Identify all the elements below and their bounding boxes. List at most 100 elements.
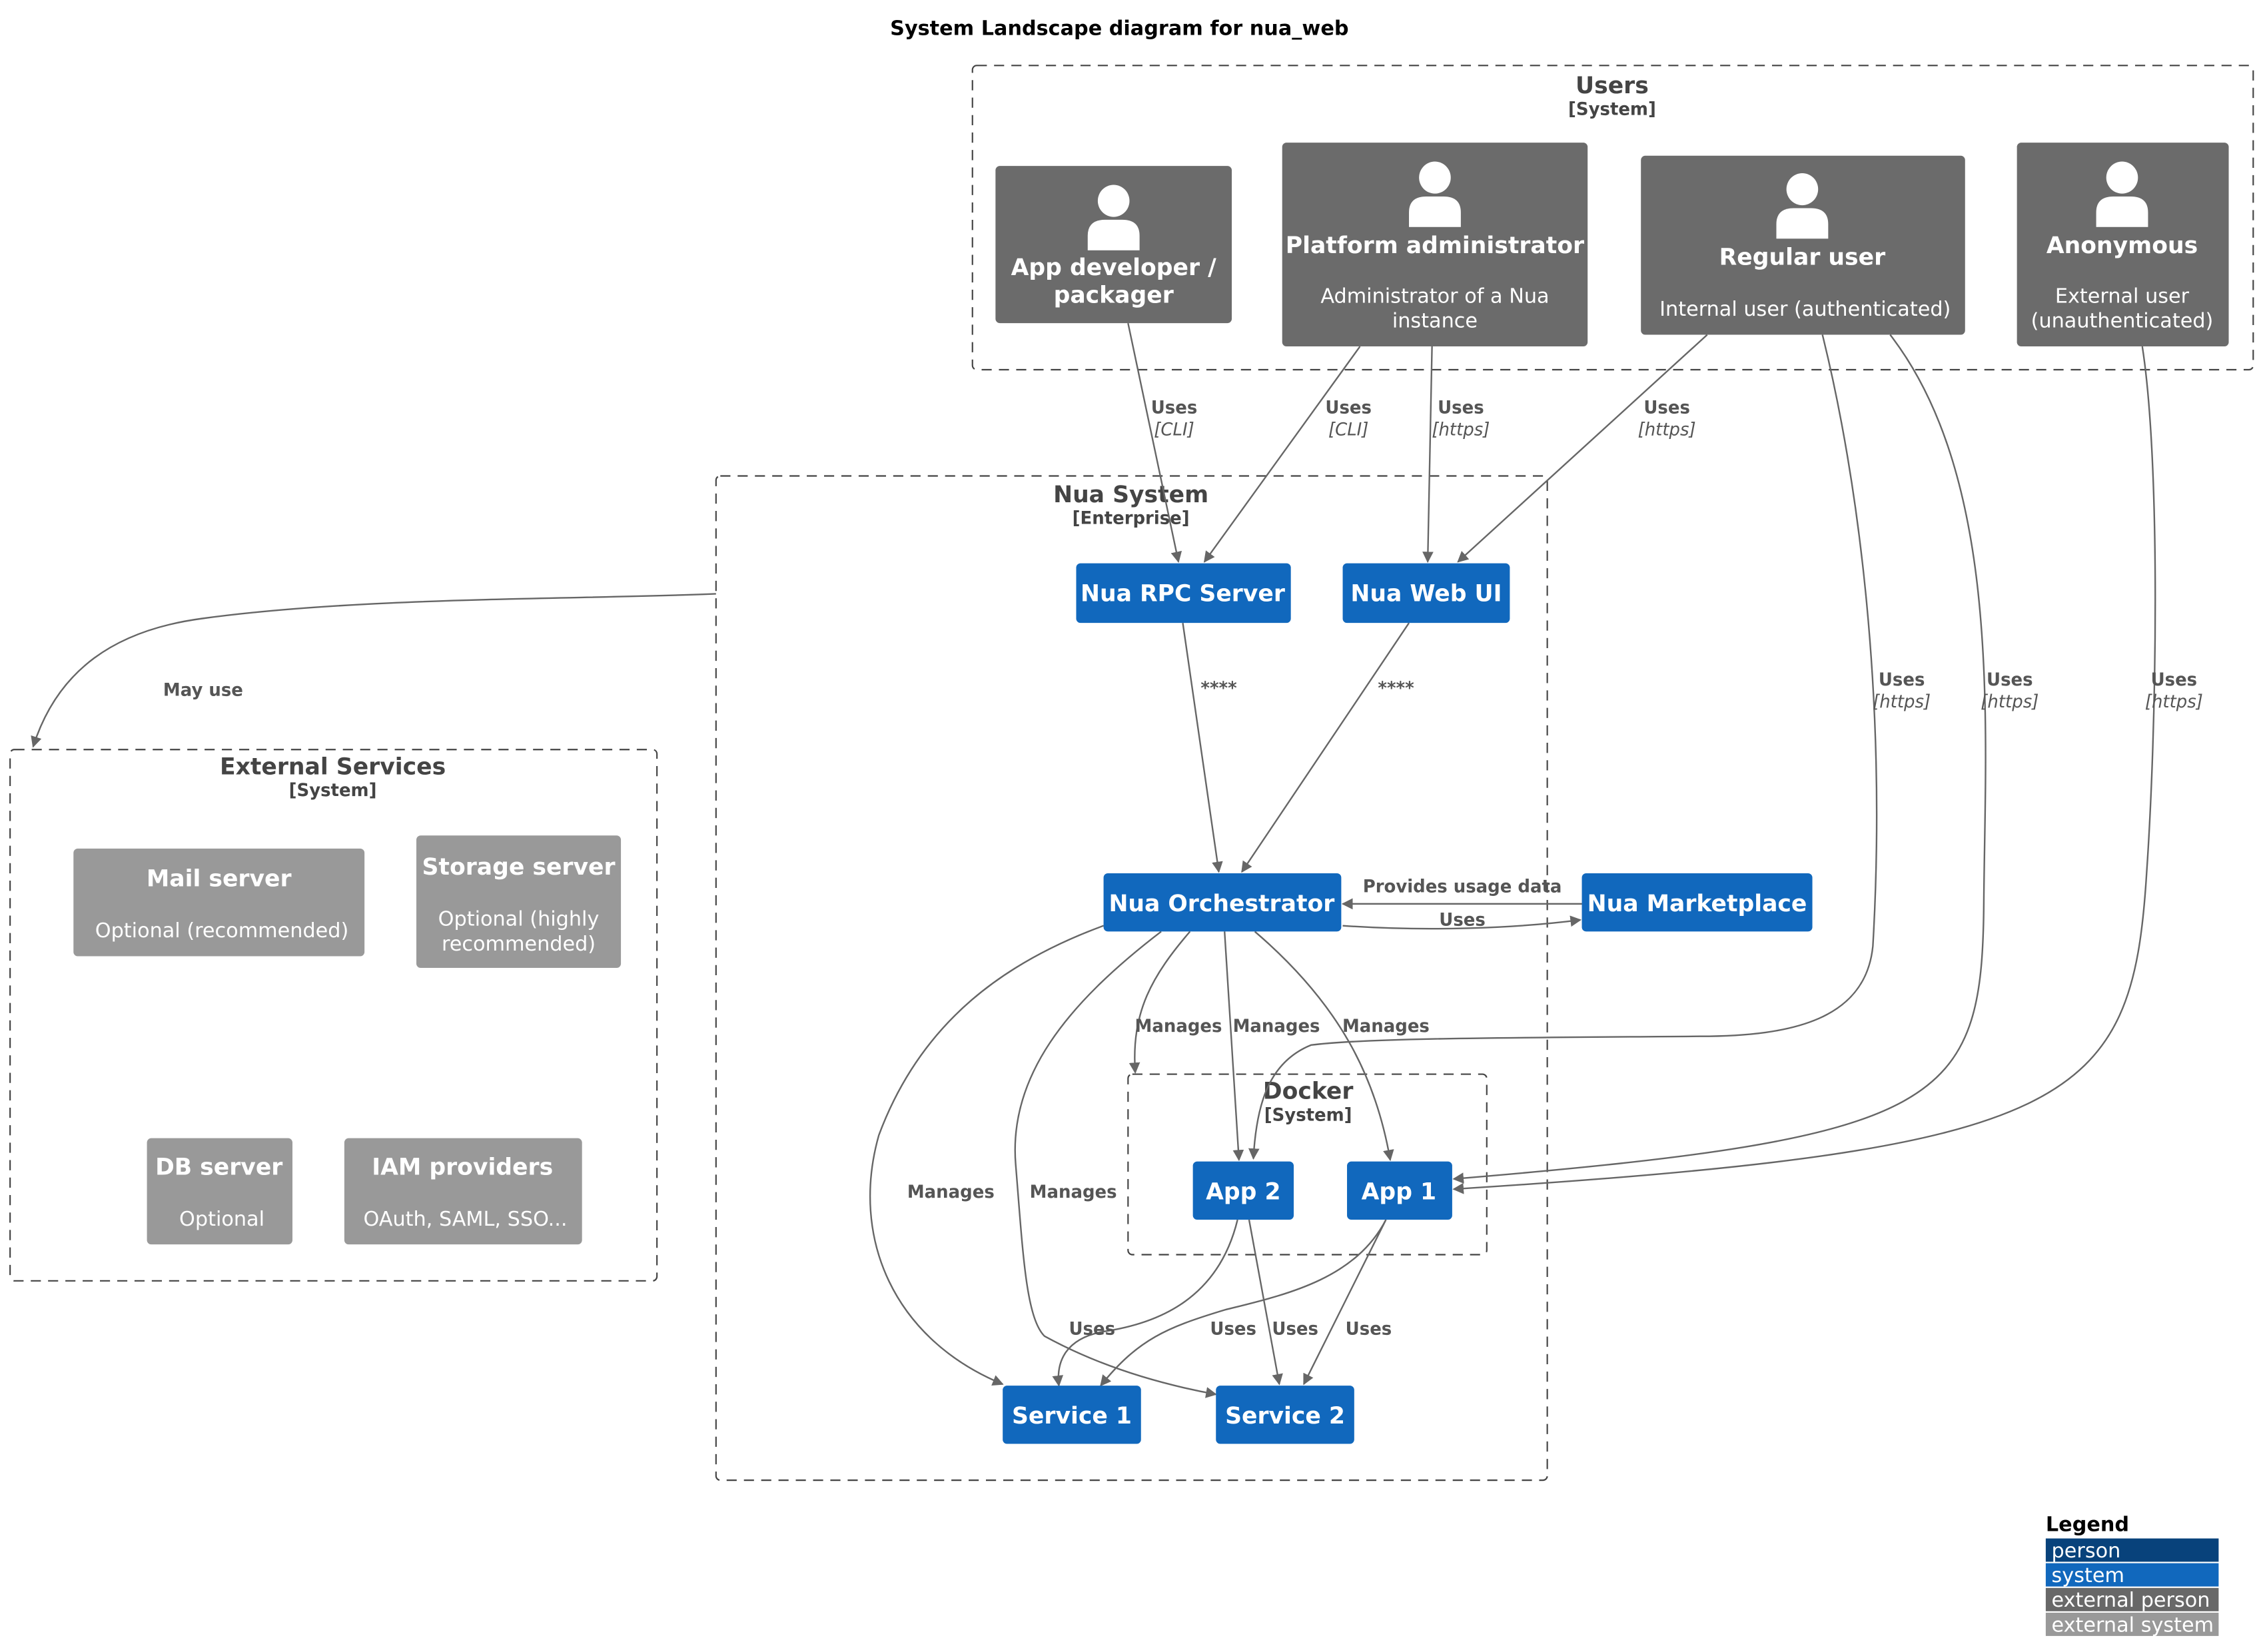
docker-boundary-kind: [System] — [1264, 1105, 1352, 1125]
edge-nua-external — [31, 593, 716, 748]
person-name-line2: packager — [1054, 282, 1174, 308]
edge-label: Uses — [1210, 1320, 1256, 1340]
nua-system-boundary: Nua System [Enterprise] — [715, 475, 1548, 1481]
edge-tech: [https] — [1638, 420, 1696, 440]
edge-user-web — [1457, 334, 1708, 563]
edge-admin-rpc — [1203, 346, 1361, 563]
legend-swatch-external-person — [2045, 1587, 2219, 1611]
edge-tech: [https] — [1981, 692, 2038, 712]
legend-title: Legend — [2046, 1513, 2129, 1536]
edge-anon-app1 — [1452, 346, 2156, 1194]
edges — [31, 322, 2156, 1398]
legend-item: external system — [2052, 1613, 2214, 1637]
edge-label: Uses — [1069, 1320, 1115, 1340]
edge-orch-docker — [1129, 931, 1191, 1074]
system-app-2[interactable]: App 2 — [1192, 1161, 1294, 1220]
edge-orch-service2 — [1014, 931, 1217, 1398]
system-label: Nua Orchestrator — [1109, 891, 1335, 917]
person-desc: Internal user (authenticated) — [1659, 298, 1951, 321]
edge-orch-service1 — [869, 925, 1104, 1386]
external-services-boundary-kind: [System] — [289, 781, 377, 801]
edge-label: Uses — [1879, 670, 1925, 690]
edge-tech: [CLI] — [1328, 420, 1368, 440]
users-boundary: Users [System] — [971, 65, 2254, 371]
edge-app2-service2 — [1248, 1219, 1283, 1386]
person-name-line1: App developer / — [1011, 254, 1216, 281]
system-nua-web-ui[interactable]: Nua Web UI — [1342, 563, 1510, 623]
person-name: Regular user — [1719, 244, 1886, 271]
docker-boundary-title: Docker — [1263, 1078, 1354, 1105]
person-anonymous[interactable]: Anonymous External user (unauthenticated… — [2017, 143, 2229, 347]
external-services-boundary: External Services [System] — [9, 749, 658, 1282]
external-desc: OAuth, SAML, SSO... — [364, 1208, 568, 1231]
edge-label: **** — [1200, 679, 1237, 699]
edge-label: May use — [163, 680, 243, 700]
docker-boundary: Docker [System] — [1127, 1073, 1488, 1256]
edge-label: Manages — [907, 1182, 995, 1202]
edge-label: Uses — [1439, 911, 1486, 931]
system-nua-marketplace[interactable]: Nua Marketplace — [1581, 873, 1813, 932]
legend-item: external person — [2052, 1589, 2210, 1612]
person-regular-user[interactable]: Regular user Internal user (authenticate… — [1641, 155, 1965, 335]
external-desc: Optional (recommended) — [95, 919, 349, 943]
system-label: Service 1 — [1012, 1403, 1132, 1430]
legend-swatch-person — [2045, 1538, 2219, 1562]
system-nua-rpc-server[interactable]: Nua RPC Server — [1076, 563, 1291, 623]
edge-label: Manages — [1135, 1017, 1222, 1036]
external-services-boundary-title: External Services — [220, 753, 446, 780]
edge-label: Uses — [1346, 1320, 1392, 1340]
edge-tech: [CLI] — [1154, 420, 1194, 440]
system-nua-orchestrator[interactable]: Nua Orchestrator — [1103, 873, 1342, 932]
external-desc-line2: recommended) — [442, 933, 596, 956]
edge-label: Uses — [1438, 398, 1484, 418]
external-iam-providers[interactable]: IAM providers OAuth, SAML, SSO... — [344, 1138, 582, 1245]
edge-app1-service2 — [1303, 1219, 1387, 1386]
external-desc: Optional — [179, 1208, 264, 1231]
external-desc-line1: Optional (highly — [438, 908, 600, 931]
system-label: Nua Marketplace — [1587, 891, 1807, 917]
person-desc-line2: (unauthenticated) — [2031, 309, 2214, 332]
external-mail-server[interactable]: Mail server Optional (recommended) — [73, 848, 365, 957]
edge-label: Uses — [1325, 398, 1372, 418]
edge-appdev-rpc — [1127, 322, 1182, 564]
users-boundary-title: Users — [1576, 73, 1649, 99]
system-service-2[interactable]: Service 2 — [1216, 1386, 1354, 1444]
edge-app1-service1 — [1100, 1219, 1387, 1387]
person-app-developer[interactable]: App developer / packager — [995, 166, 1232, 324]
edge-label: Manages — [1342, 1017, 1430, 1036]
nua-system-boundary-kind: [Enterprise] — [1073, 508, 1190, 528]
edge-user-app2 — [1248, 334, 1878, 1160]
legend-swatch-system — [2045, 1563, 2219, 1587]
edge-tech: [https] — [1873, 692, 1931, 712]
edge-label: Uses — [1643, 398, 1690, 418]
system-app-1[interactable]: App 1 — [1347, 1161, 1452, 1220]
legend: Legend person system external person ext… — [2045, 1513, 2219, 1637]
edge-label: Manages — [1233, 1017, 1320, 1036]
edge-admin-web — [1422, 346, 1434, 564]
edge-labels: Uses [CLI] Uses [CLI] Uses [https] Uses … — [163, 398, 2203, 1339]
edge-app2-service1 — [1052, 1219, 1238, 1387]
system-label: App 2 — [1206, 1178, 1280, 1205]
edge-tech: [https] — [1432, 420, 1490, 440]
person-name: Platform administrator — [1286, 232, 1585, 259]
edge-web-orch — [1241, 622, 1410, 873]
edge-label: Uses — [1272, 1320, 1318, 1340]
legend-swatch-external-system — [2045, 1612, 2219, 1636]
system-label: Nua RPC Server — [1081, 580, 1286, 607]
edge-orch-app1 — [1254, 931, 1394, 1162]
legend-item: person — [2052, 1539, 2121, 1563]
external-storage-server[interactable]: Storage server Optional (highly recommen… — [416, 835, 622, 969]
edge-label: Uses — [2151, 670, 2198, 690]
external-db-server[interactable]: DB server Optional — [147, 1138, 293, 1245]
system-service-1[interactable]: Service 1 — [1003, 1386, 1141, 1444]
edge-tech: [https] — [2145, 692, 2203, 712]
person-platform-administrator[interactable]: Platform administrator Administrator of … — [1282, 143, 1588, 347]
person-desc-line1: Administrator of a Nua — [1320, 284, 1549, 308]
system-label: Service 2 — [1225, 1403, 1345, 1430]
users-boundary-kind: [System] — [1568, 99, 1656, 119]
edge-user-app1 — [1452, 334, 1987, 1184]
edge-label: Uses — [1151, 398, 1198, 418]
system-label: Nua Web UI — [1350, 580, 1502, 607]
